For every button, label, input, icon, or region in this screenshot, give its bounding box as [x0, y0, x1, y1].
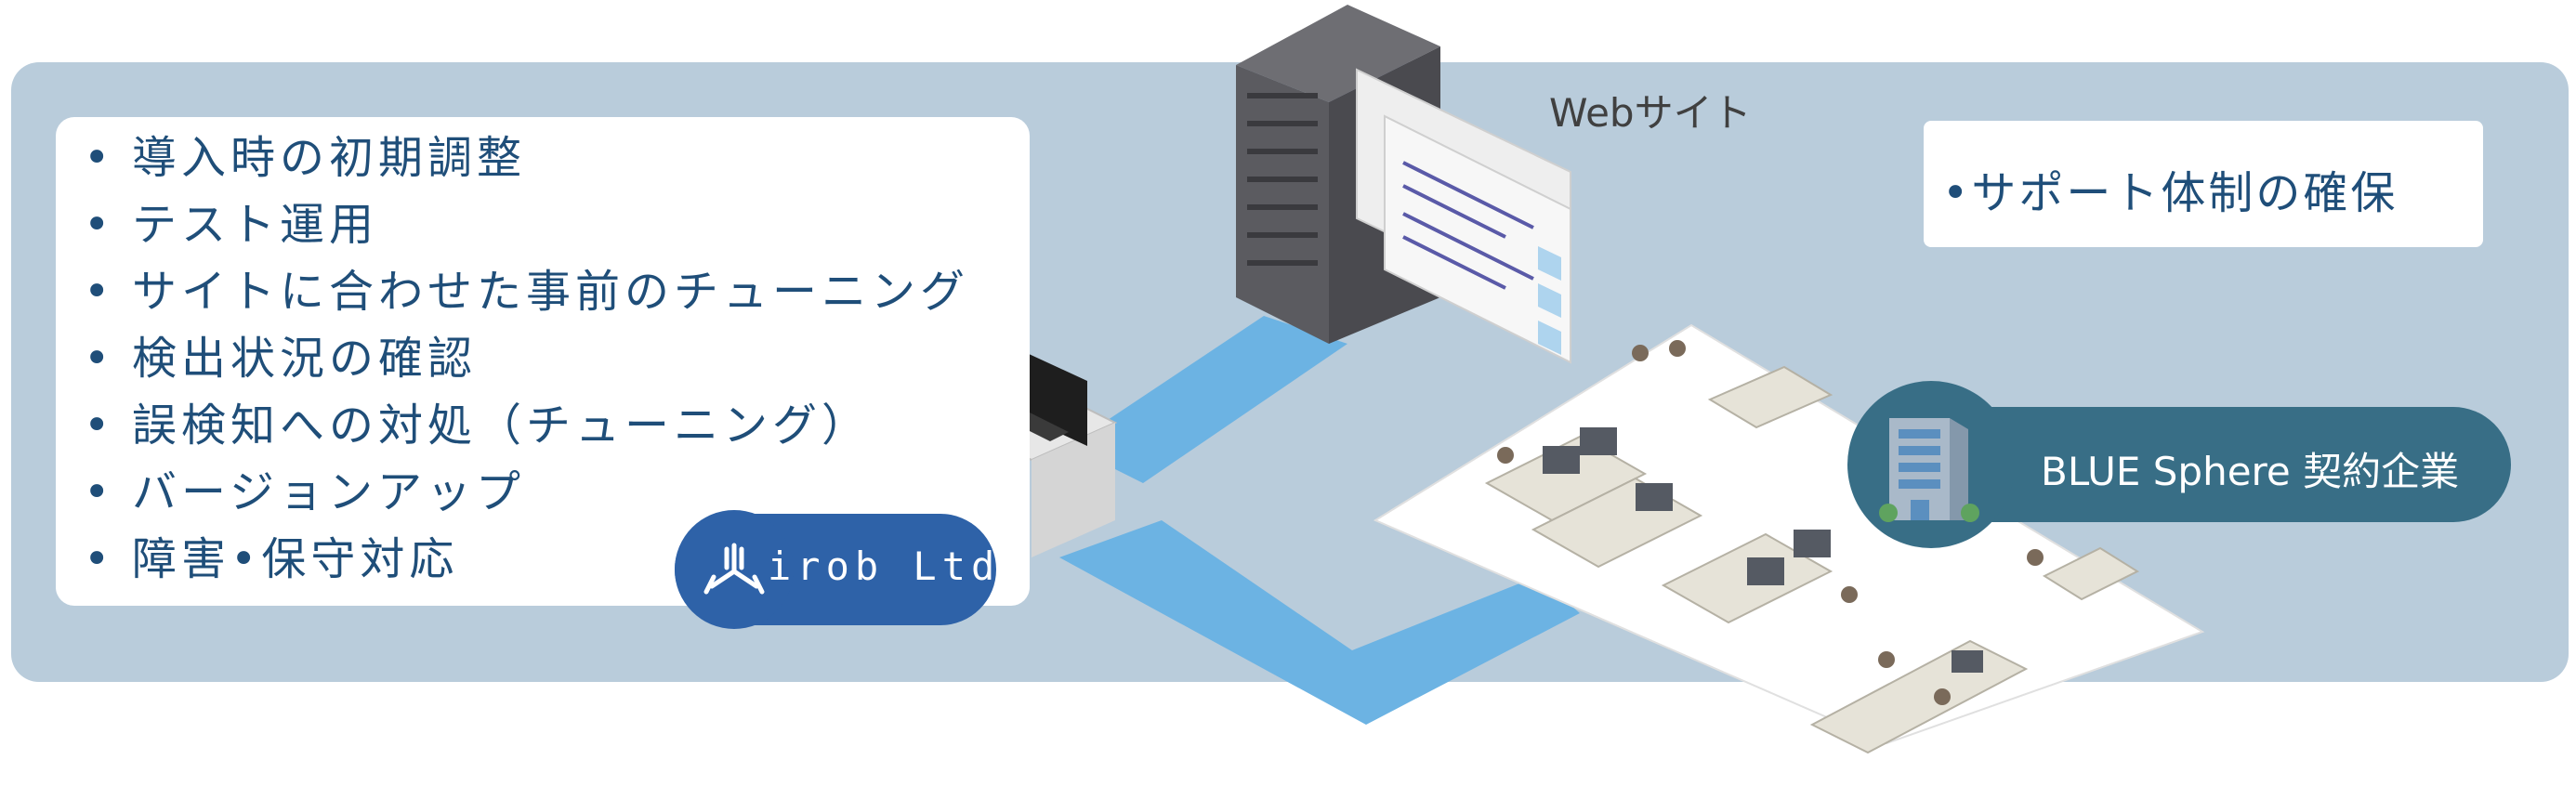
irob-badge-label: irob Ltd. — [768, 544, 1030, 589]
bullet: • — [84, 533, 115, 585]
bullet: • — [84, 266, 115, 318]
irob-badge: irob Ltd. — [675, 510, 1024, 629]
list-item-label: バージョンアップ — [132, 466, 526, 518]
list-item: • テスト運用 — [84, 191, 969, 258]
list-item-label: 障害•保守対応 — [132, 533, 459, 585]
bullet: • — [84, 199, 115, 251]
bullet: • — [84, 466, 115, 518]
list-item-label: テスト運用 — [132, 199, 379, 251]
support-text: •サポート体制の確保 — [1942, 167, 2399, 219]
list-item-label: 導入時の初期調整 — [132, 132, 527, 184]
building-icon — [1847, 381, 2015, 548]
list-item-label: 誤検知への対処（チューニング） — [132, 400, 872, 452]
browser-window-icon — [1356, 68, 1571, 364]
list-item: • サイトに合わせた事前のチューニング — [84, 258, 969, 325]
blue-sphere-badge: BLUE Sphere 契約企業 — [1847, 381, 2511, 548]
irob-logo-icon — [675, 510, 794, 629]
list-item: • 障害•保守対応 — [84, 526, 969, 593]
list-item-label: サイトに合わせた事前のチューニング — [132, 266, 970, 318]
list-item: • 誤検知への対処（チューニング） — [84, 392, 969, 459]
bullet: • — [84, 333, 115, 385]
list-item: • 導入時の初期調整 — [84, 124, 969, 191]
network-path-to-server — [1069, 316, 1347, 483]
list-item: • 検出状況の確認 — [84, 325, 969, 392]
list-item: • バージョンアップ — [84, 459, 969, 526]
support-box: •サポート体制の確保 — [1924, 121, 2483, 247]
network-path-to-office — [1059, 520, 1580, 725]
blue-sphere-label: BLUE Sphere 契約企業 — [2041, 449, 2460, 494]
list-item-label: 検出状況の確認 — [132, 333, 478, 385]
website-label: Webサイト — [1549, 90, 1752, 136]
bullet: • — [84, 132, 115, 184]
service-list: • 導入時の初期調整 • テスト運用 • サイトに合わせた事前のチューニング • 検出状… — [84, 124, 969, 593]
office-floor-icon — [1373, 323, 2205, 754]
bullet: • — [84, 400, 115, 452]
